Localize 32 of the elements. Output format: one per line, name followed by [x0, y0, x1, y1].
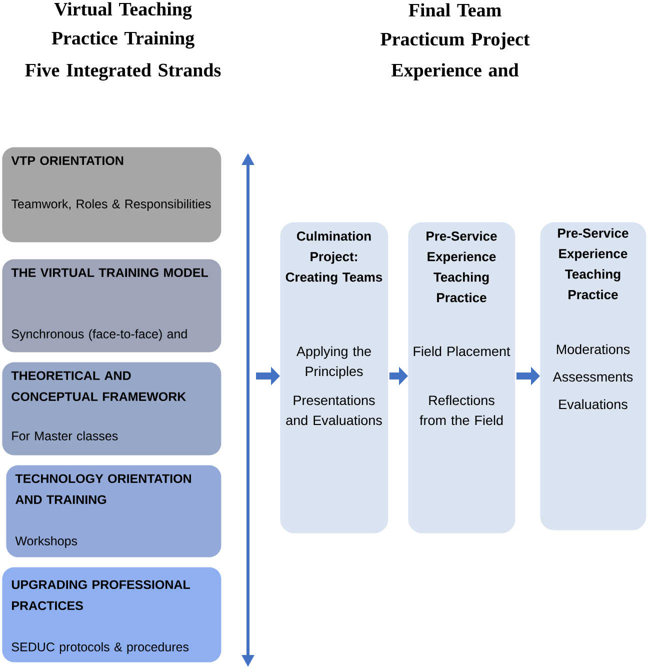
box-heading: THE VIRTUAL TRAINING MODEL: [11, 268, 208, 278]
box-text: Workshops: [15, 536, 78, 548]
stage-column: [408, 222, 516, 534]
heading: Virtual Teaching Practice Training: [52, 2, 194, 49]
column-text: Moderations: [556, 344, 630, 354]
column-heading: Pre-Service Experience Teaching Practice: [426, 231, 497, 302]
box-text: Synchronous (face-to-face) and: [12, 329, 187, 341]
box-heading: UPGRADING PROFESSIONAL PRACTICES: [12, 580, 190, 610]
box-text: SEDUC protocols & procedures: [12, 642, 189, 654]
column-text: Evaluations: [559, 399, 628, 410]
heading: Five Integrated Strands: [25, 63, 221, 81]
strand-box: [2, 362, 222, 456]
strand-box: [2, 147, 222, 242]
box-text: For Master classes: [12, 431, 118, 440]
strand-box: [6, 465, 222, 558]
column-text: Assessments: [552, 372, 633, 382]
heading: Experience and: [391, 63, 519, 80]
strand-box: [2, 259, 222, 352]
column-text: Presentations and Evaluations: [286, 395, 382, 426]
heading: Final Team Practicum Project: [380, 3, 530, 50]
box-heading: THEORETICAL AND CONCEPTUAL FRAMEWORK: [11, 371, 186, 402]
column-heading: Culmination Project: Creating Teams: [286, 231, 382, 284]
stage-column: [540, 222, 646, 530]
column-text: Applying the Principles: [296, 346, 371, 379]
box-text: Teamwork, Roles & Responsibilities: [11, 199, 211, 211]
box-heading: VTP ORIENTATION: [11, 156, 124, 166]
strand-box: [2, 567, 222, 662]
column-heading: Pre-Service Experience Teaching Practice: [558, 228, 628, 300]
stage-column: [280, 222, 388, 534]
column-text: Reflections from the Field: [420, 395, 503, 426]
box-heading: TECHNOLOGY ORIENTATION AND TRAINING: [15, 474, 191, 504]
column-text: Field Placement: [414, 346, 510, 356]
